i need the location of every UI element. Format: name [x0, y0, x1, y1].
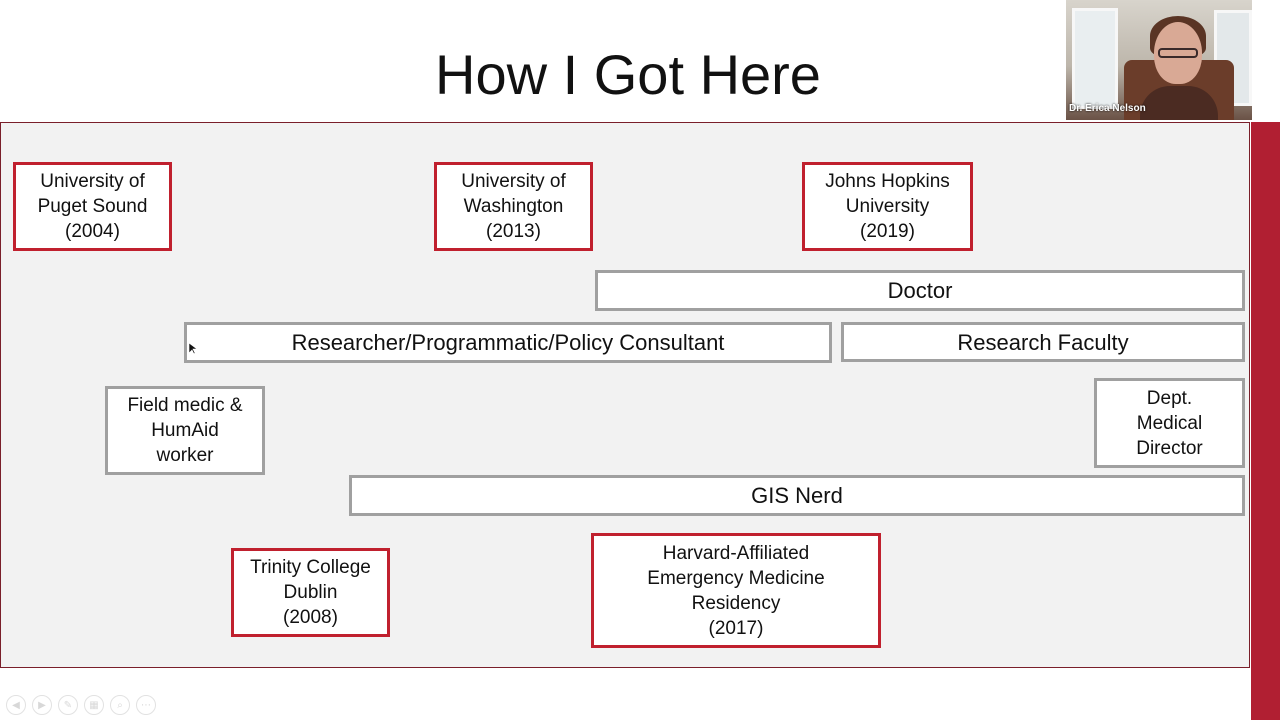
- harvard-box: Harvard-Affiliated Emergency Medicine Re…: [591, 533, 881, 648]
- gis-nerd-bar: GIS Nerd: [349, 475, 1245, 516]
- participant-video[interactable]: Dr. Erica Nelson: [1066, 0, 1252, 120]
- medical-director-box: Dept. Medical Director: [1094, 378, 1245, 468]
- participant-body: [1140, 86, 1218, 120]
- doctor-bar: Doctor: [595, 270, 1245, 311]
- researcher-bar: Researcher/Programmatic/Policy Consultan…: [184, 322, 832, 363]
- participant-face: [1154, 22, 1202, 84]
- mouse-cursor-icon: [189, 343, 197, 355]
- slide-edge-strip: [1251, 122, 1280, 720]
- field-medic-box: Field medic & HumAid worker: [105, 386, 265, 475]
- slide-title: How I Got Here: [435, 43, 821, 106]
- zoom-icon[interactable]: ⌕: [110, 695, 130, 715]
- hopkins-box: Johns Hopkins University (2019): [802, 162, 973, 251]
- research-faculty-bar: Research Faculty: [841, 322, 1245, 362]
- slides-icon[interactable]: ▦: [84, 695, 104, 715]
- pen-icon[interactable]: ✎: [58, 695, 78, 715]
- trinity-box: Trinity College Dublin (2008): [231, 548, 390, 637]
- participant-name-label: Dr. Erica Nelson: [1069, 103, 1146, 114]
- more-icon[interactable]: ⋯: [136, 695, 156, 715]
- puget-sound-box: University of Puget Sound (2004): [13, 162, 172, 251]
- presentation-toolbar: ◀ ▶ ✎ ▦ ⌕ ⋯: [6, 695, 156, 715]
- washington-box: University of Washington (2013): [434, 162, 593, 251]
- prev-icon[interactable]: ◀: [6, 695, 26, 715]
- next-icon[interactable]: ▶: [32, 695, 52, 715]
- background-window: [1072, 8, 1118, 109]
- glasses-icon: [1158, 48, 1198, 58]
